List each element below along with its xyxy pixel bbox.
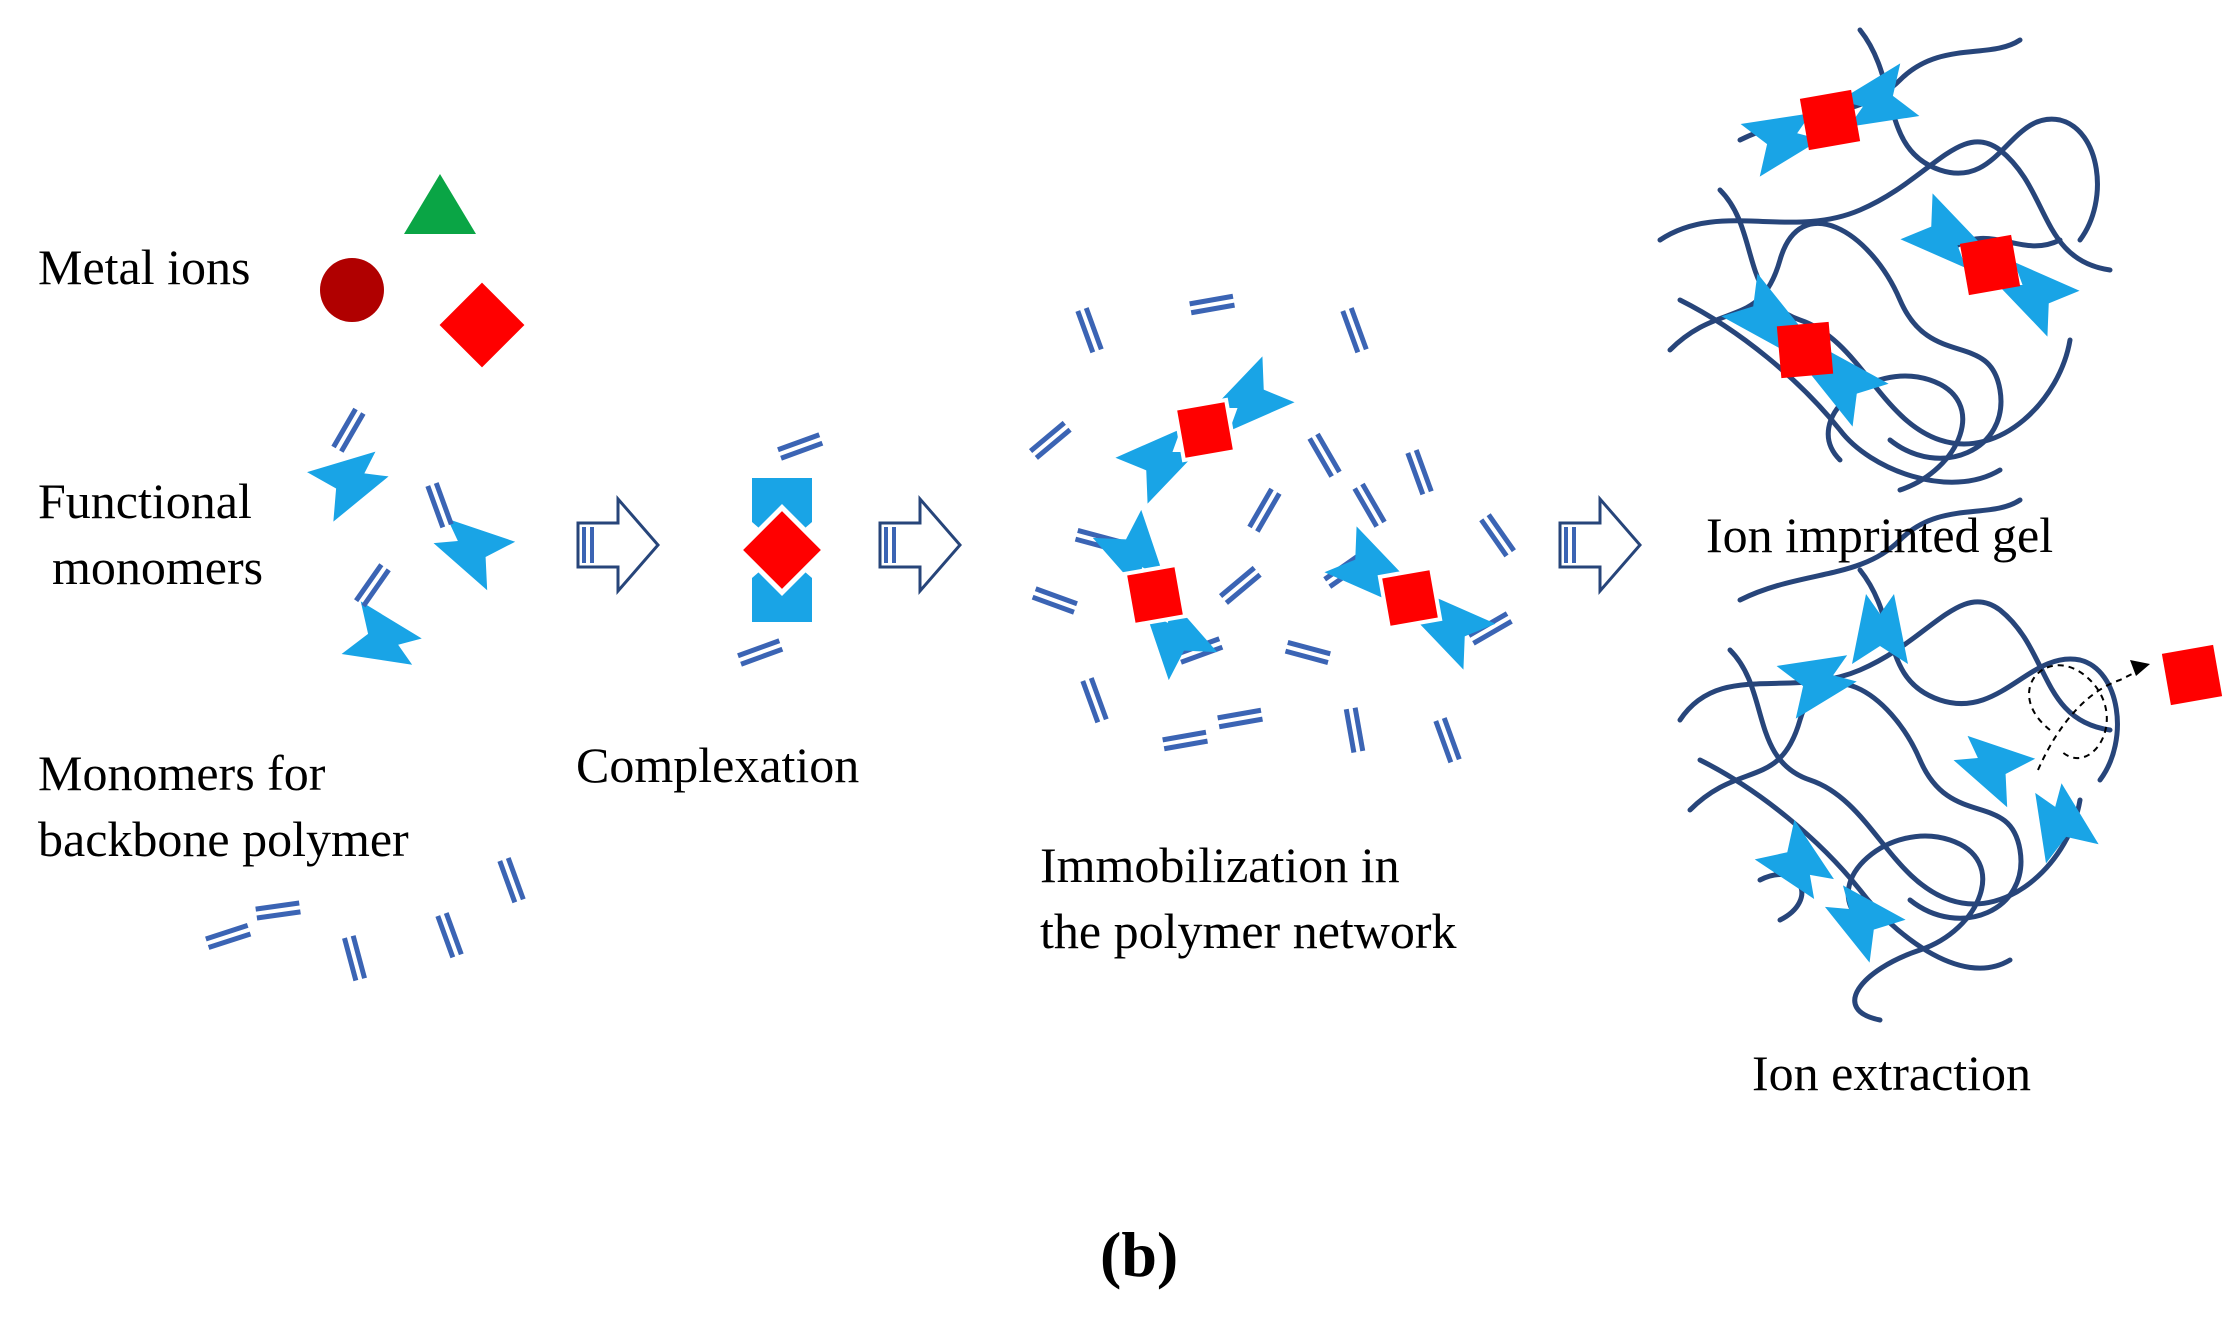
complexed-ion-icon [736,504,828,596]
ion-extraction-group [1677,497,2223,1023]
functional-monomers-label-line2: monomers [52,539,264,595]
immobilization-label-line2: the polymer network [1040,903,1457,959]
complexation-label: Complexation [576,737,860,793]
figure-caption: (b) [1100,1219,1179,1290]
backbone-monomers-label-line2: backbone polymer [38,811,409,867]
metal-ions-label: Metal ions [38,239,251,295]
extracted-ion-icon [2161,644,2223,706]
ion-imprinted-gel-label: Ion imprinted gel [1706,507,2054,563]
immobilization-group [1031,296,1514,762]
imprinted-gel-group [1657,27,2113,493]
ion-diamond-icon [439,282,525,368]
functional-monomers-group [307,409,516,678]
complex-group [736,435,828,665]
backbone-monomers-group [206,858,523,981]
ion-extraction-label: Ion extraction [1752,1045,2032,1101]
metal-ions-group [320,174,525,368]
ion-circle-icon [320,258,384,322]
functional-monomers-label-line1: Functional [38,473,252,529]
ion-triangle-icon [404,174,476,234]
immobilization-label-line1: Immobilization in [1040,837,1400,893]
backbone-monomers-label-line1: Monomers for [38,745,326,801]
